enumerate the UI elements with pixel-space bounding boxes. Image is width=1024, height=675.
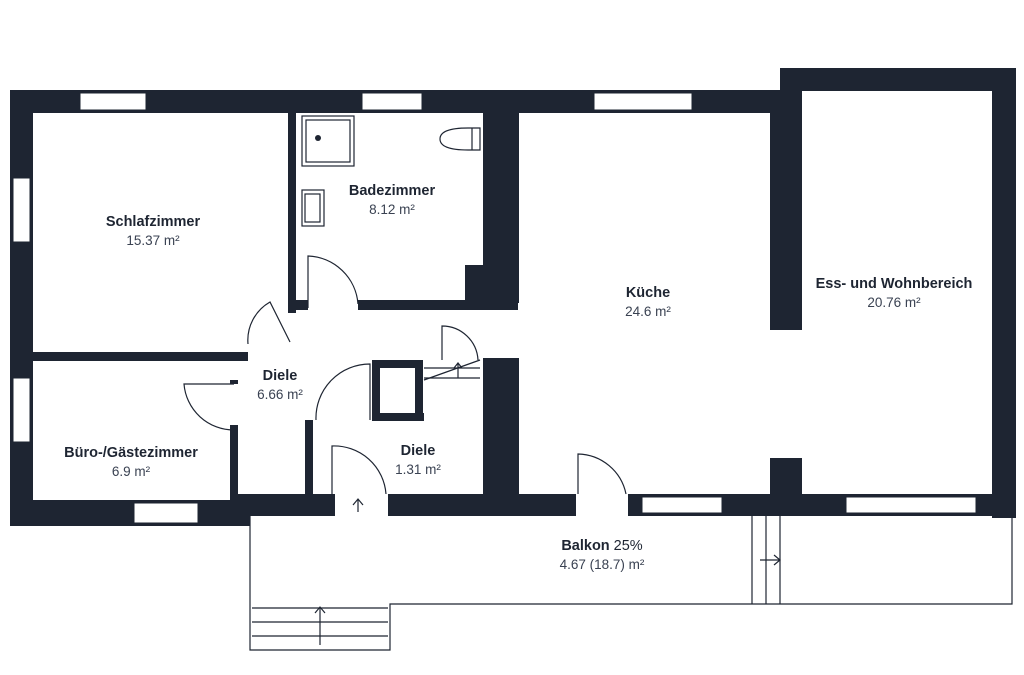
room-name-wohnbereich: Ess- und Wohnbereich <box>816 276 973 292</box>
door-diele <box>315 363 371 421</box>
window <box>79 92 147 111</box>
room-area-badezimmer: 8.12 m² <box>369 202 415 217</box>
room-name-buero: Büro-/Gästezimmer <box>64 445 198 461</box>
door-abstell <box>441 325 479 361</box>
doors <box>183 255 627 512</box>
window <box>845 496 977 514</box>
window <box>12 377 31 443</box>
room-name-diele-2: Diele <box>401 443 436 459</box>
room-name-schlafzimmer: Schlafzimmer <box>106 214 201 230</box>
room-area-diele-2: 1.31 m² <box>395 462 441 477</box>
door-bad <box>307 255 359 308</box>
door-schlafzimmer <box>247 301 291 345</box>
sink-icon <box>301 189 325 227</box>
room-labels: Schlafzimmer 15.37 m² Badezimmer 8.12 m²… <box>64 183 972 572</box>
balcony-outline <box>249 516 1013 651</box>
balkon-percent: 25% <box>614 538 643 554</box>
door-balkon <box>577 453 627 495</box>
room-area-balkon: 4.67 (18.7) m² <box>560 557 645 572</box>
shower-icon <box>301 115 355 167</box>
room-name-diele-1: Diele <box>263 368 298 384</box>
windows <box>12 92 977 524</box>
toilet-icon <box>439 127 481 151</box>
door-buero <box>183 383 235 431</box>
window <box>641 496 723 514</box>
room-area-buero: 6.9 m² <box>112 464 151 479</box>
window <box>593 92 693 111</box>
window <box>12 177 31 243</box>
room-area-wohnbereich: 20.76 m² <box>867 295 921 310</box>
room-area-kueche: 24.6 m² <box>625 304 671 319</box>
door-entrance <box>331 445 387 495</box>
room-area-diele-1: 6.66 m² <box>257 387 303 402</box>
window <box>133 502 199 524</box>
window <box>361 92 423 111</box>
bathroom-fixtures <box>301 115 481 227</box>
room-name-kueche: Küche <box>626 285 670 301</box>
room-name-badezimmer: Badezimmer <box>349 183 436 199</box>
room-area-schlafzimmer: 15.37 m² <box>126 233 180 248</box>
